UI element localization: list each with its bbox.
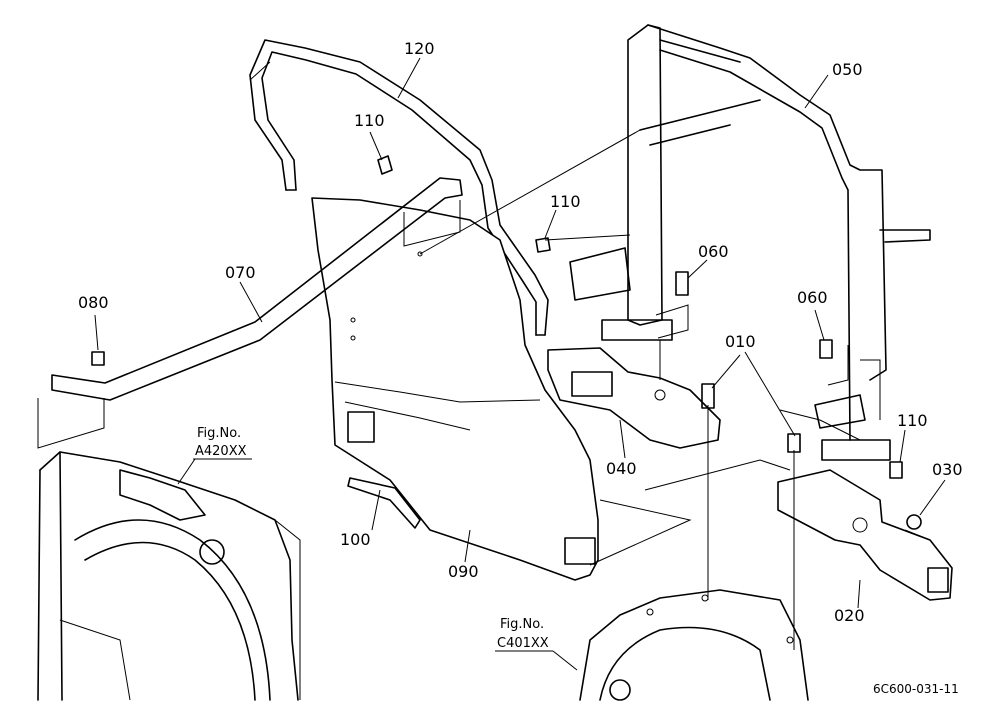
hardware-drawing [91,155,922,530]
part-number-090: 090 [448,562,479,581]
part-number-110-middle: 110 [550,192,581,211]
rubber-strip-drawing [347,477,421,529]
stay-bar-drawing [51,177,463,401]
figure-reference-a420xx-line2: A420XX [195,444,247,459]
main-frame-drawing [569,24,931,461]
part-number-010: 010 [725,332,756,351]
figure-reference-a420xx[interactable]: Fig.No. A420XX [177,426,252,485]
part-number-110-top: 110 [354,111,385,130]
figure-reference-c401xx-line2: C401XX [497,636,549,651]
bracket-040-drawing [547,347,721,449]
part-number-100: 100 [340,530,371,549]
part-number-050: 050 [832,60,863,79]
alignment-lines [37,129,931,650]
part-number-070: 070 [225,263,256,282]
part-number-040: 040 [606,459,637,478]
figure-reference-a420xx-line1: Fig.No. [197,426,241,441]
cover-panel-drawing [311,197,599,581]
figure-reference-c401xx-line1: Fig.No. [500,617,544,632]
part-number-080: 080 [78,293,109,312]
part-number-110-right: 110 [897,411,928,430]
leader-lines [94,57,946,609]
figure-reference-c401xx[interactable]: Fig.No. C401XX [495,617,578,671]
fan-guard-drawing [249,39,549,336]
part-number-060-upper: 060 [698,242,729,261]
part-number-020: 020 [834,606,865,625]
part-number-060-lower: 060 [797,288,828,307]
bracket-020-drawing [777,469,953,601]
part-number-030: 030 [932,460,963,479]
transmission-housing-drawing [579,589,809,701]
drawing-code: 6C600-031-11 [873,682,959,696]
part-number-120: 120 [404,39,435,58]
radiator-shroud-drawing [37,451,301,701]
